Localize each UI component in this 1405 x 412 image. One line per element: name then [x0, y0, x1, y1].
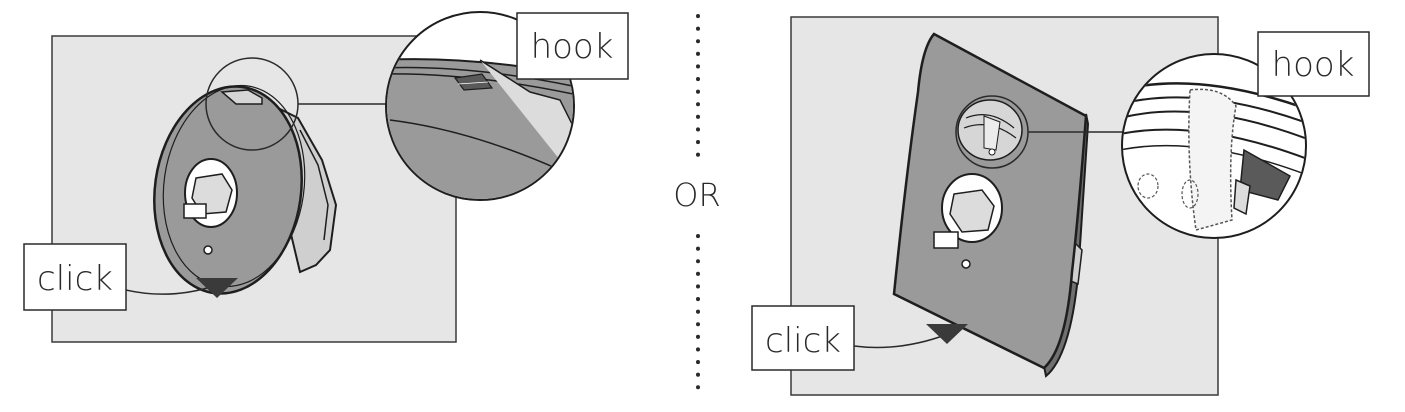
left-click-arrow-icon [196, 278, 238, 298]
left-screw-hole [203, 245, 213, 255]
right-cartridge [949, 189, 995, 233]
right-panel: hook click [751, 16, 1370, 396]
or-label: OR [673, 176, 720, 214]
right-click-callout: click [751, 305, 968, 371]
left-click-callout: click [23, 243, 238, 311]
right-hook-label: hook [1257, 31, 1370, 97]
right-click-label-text: click [765, 321, 841, 361]
left-zoom-detail [385, 11, 575, 201]
right-stem [933, 231, 959, 249]
left-hook-nub [220, 89, 263, 105]
right-click-leader-line [853, 333, 949, 349]
left-click-label-text: click [37, 259, 113, 299]
or-separator: OR [673, 14, 721, 400]
right-hook-label-text: hook [1272, 45, 1355, 85]
right-zoom-detail [1121, 53, 1307, 239]
right-screw-hole [961, 259, 971, 269]
left-stem [183, 203, 207, 219]
left-hook-label-text: hook [531, 27, 614, 67]
right-click-arrow-icon [926, 324, 968, 344]
left-click-leader-line [125, 285, 215, 295]
left-panel: hook click [23, 11, 629, 343]
left-hook-label: hook [516, 12, 629, 80]
